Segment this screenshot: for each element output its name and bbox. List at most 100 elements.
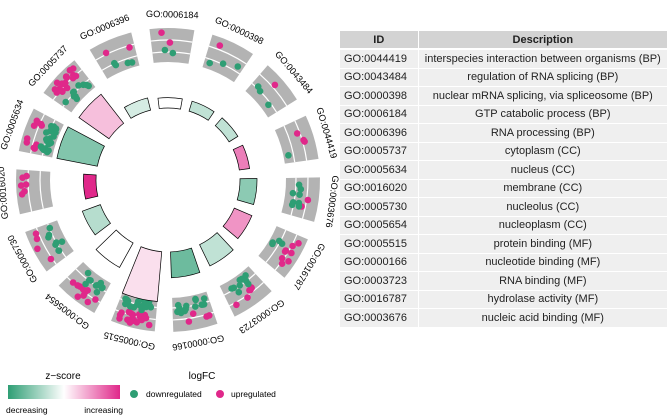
table-cell-id: GO:0005654 <box>340 216 419 235</box>
table-cell-description: RNA processing (BP) <box>418 123 668 143</box>
downregulated-point <box>84 269 92 277</box>
downregulated-point <box>112 61 120 69</box>
upregulated-point <box>81 289 89 297</box>
upregulated-point <box>102 49 110 57</box>
table-cell-description: protein binding (MF) <box>418 234 668 254</box>
downregulated-point <box>206 59 213 67</box>
zscore-color-bar <box>8 385 120 399</box>
downregulated-point <box>43 129 50 136</box>
upregulated-point <box>278 260 286 268</box>
downregulated-point <box>256 87 264 95</box>
track-sector <box>149 28 195 64</box>
downregulated-point <box>85 82 92 90</box>
track-guide-line <box>283 125 296 163</box>
table-cell-description: cytoplasm (CC) <box>418 142 668 161</box>
upregulated-point <box>31 145 38 152</box>
downregulated-point <box>297 185 305 193</box>
upregulated-point <box>271 81 279 89</box>
track-guide-line <box>172 300 210 309</box>
upregulated-point <box>17 182 25 189</box>
upregulated-point <box>233 301 240 309</box>
track-guide-line <box>208 45 247 65</box>
go-term-label: GO:0003676 <box>324 175 340 228</box>
downregulated-point <box>236 276 244 284</box>
table-cell-description: interspecies interaction between organis… <box>418 49 668 69</box>
table-cell-id: GO:0003676 <box>340 308 419 328</box>
track-guide-line <box>265 229 287 263</box>
upregulated-point <box>22 181 30 188</box>
upregulated-point <box>133 319 141 326</box>
zscore-bar <box>188 100 215 121</box>
upregulated-point <box>84 298 92 306</box>
table-cell-id: GO:0000166 <box>340 253 419 272</box>
upregulated-point <box>32 230 40 237</box>
upregulated-point <box>288 249 295 257</box>
downregulated-point <box>43 136 50 143</box>
downregulated-point <box>52 125 60 132</box>
upregulated-point <box>33 235 41 243</box>
downregulated-point <box>55 247 62 254</box>
downregulated-point <box>161 46 169 54</box>
upregulated-point <box>289 242 296 250</box>
track-sector <box>274 115 319 164</box>
upregulated-point <box>295 240 302 247</box>
upregulated-point <box>145 321 153 329</box>
legend: z−score decreasing increasing logFC down… <box>6 371 276 415</box>
zscore-bar <box>232 144 250 171</box>
table-cell-description: GTP catabolic process (BP) <box>418 105 668 124</box>
upregulated-point <box>293 130 301 137</box>
downregulated-legend-label: downregulated <box>146 389 202 399</box>
upregulated-point <box>158 29 165 36</box>
upregulated-point <box>206 312 213 319</box>
zscore-bar <box>83 173 99 200</box>
upregulated-point <box>60 80 68 88</box>
upregulated-point <box>66 67 74 74</box>
upregulated-point <box>69 279 77 286</box>
downregulated-point <box>73 95 81 103</box>
table-cell-description: nucleotide binding (MF) <box>418 253 668 272</box>
track-sector <box>202 34 253 83</box>
downregulated-point <box>236 282 244 289</box>
table-cell-id: GO:0006396 <box>340 123 419 143</box>
zscore-legend-low: decreasing <box>6 405 48 415</box>
track-guide-line <box>39 171 44 209</box>
downregulated-point <box>200 295 208 302</box>
upregulated-point <box>34 245 41 253</box>
upregulated-point <box>51 86 59 93</box>
upregulated-legend-dot <box>216 390 224 398</box>
downregulated-point <box>80 81 87 89</box>
zscore-bar <box>170 247 201 279</box>
upregulated-point <box>166 39 174 46</box>
upregulated-point <box>53 79 61 87</box>
table-cell-id: GO:0005730 <box>340 197 419 217</box>
track-sector <box>281 177 320 222</box>
downregulated-point <box>182 305 189 313</box>
downregulated-point <box>169 49 177 57</box>
upregulated-point <box>34 119 41 126</box>
downregulated-point <box>93 288 101 296</box>
table-cell-description: nucleus (CC) <box>418 160 668 180</box>
upregulated-point <box>285 258 292 265</box>
zscore-bar <box>78 93 125 140</box>
table-cell-description: RNA binding (MF) <box>418 271 668 291</box>
track-sector <box>15 169 54 215</box>
upregulated-point <box>18 191 26 198</box>
downregulated-point <box>234 63 242 70</box>
track-sector <box>89 32 140 79</box>
upregulated-point <box>304 196 312 204</box>
zscore-bar <box>56 126 105 167</box>
downregulated-point <box>174 301 182 309</box>
table-cell-id: GO:0005737 <box>340 142 419 161</box>
upregulated-point <box>244 294 251 301</box>
upregulated-point <box>74 293 82 301</box>
table-cell-id: GO:0043484 <box>340 68 419 87</box>
table-cell-id: GO:0044419 <box>340 49 419 69</box>
